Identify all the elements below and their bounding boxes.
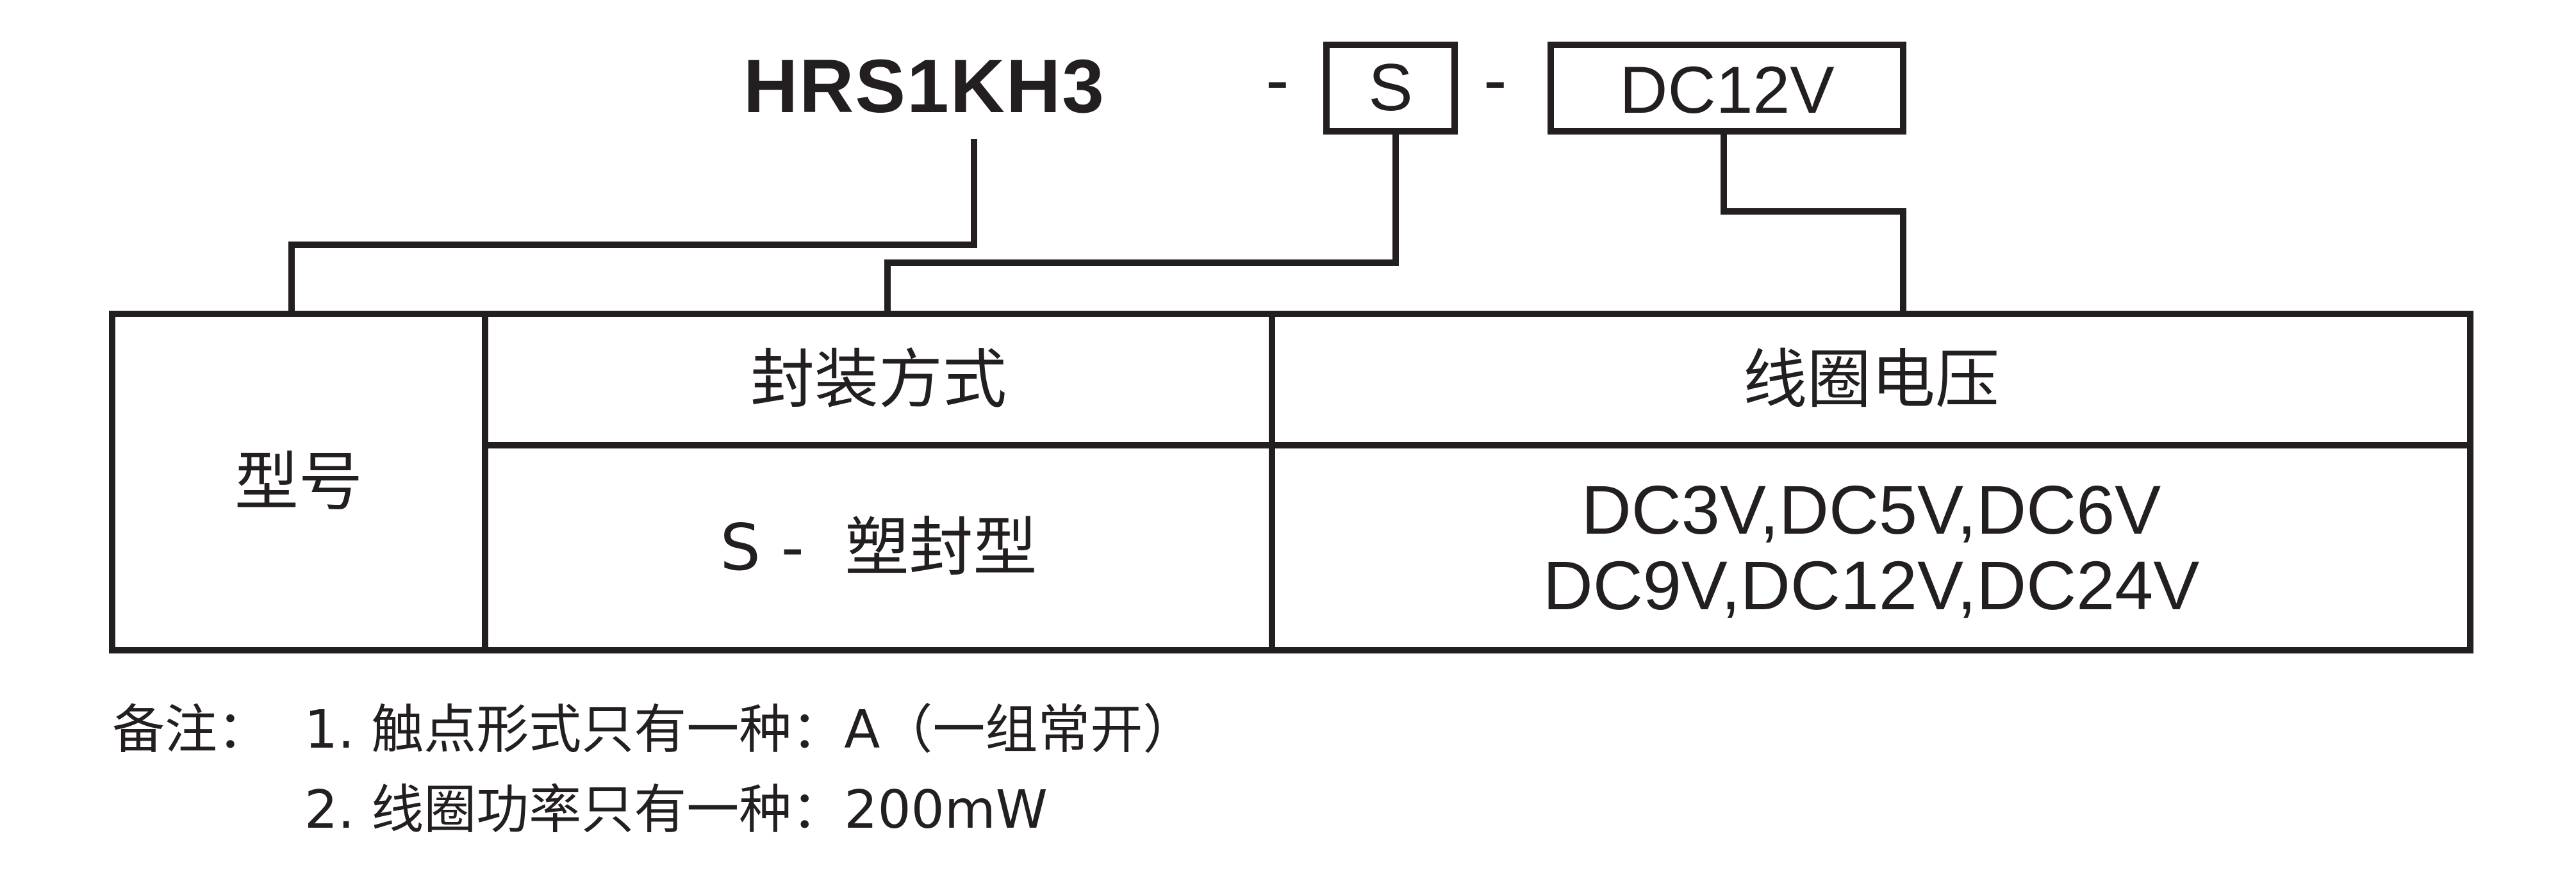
- package-code-box: [1323, 42, 1458, 135]
- model-connector: [288, 139, 977, 317]
- table-frame: [109, 311, 2473, 653]
- voltage-code: DC12V: [1619, 53, 1835, 127]
- model-code: HRS1KH3: [743, 44, 1105, 129]
- voltage-line-2: DC9V,DC12V,DC24V: [1542, 546, 2200, 624]
- note-item-1: 1. 触点形式只有一种：A（一组常开）: [304, 700, 1196, 760]
- row-label-cell: 型号: [115, 317, 482, 647]
- voltage-heading: 线圈电压: [1743, 341, 1999, 417]
- package-connector: [884, 128, 1399, 317]
- separator-dash-1: -: [1266, 40, 1289, 119]
- package-value-cell: S - 塑封型: [488, 448, 1269, 647]
- notes-label: 备注：: [112, 700, 270, 760]
- package-heading-cell: 封装方式: [488, 317, 1269, 442]
- package-code: S: [1368, 51, 1413, 125]
- voltage-heading-cell: 线圈电压: [1275, 317, 2467, 442]
- separator-dash-2: -: [1483, 40, 1507, 119]
- voltage-line-1: DC3V,DC5V,DC6V: [1581, 471, 2161, 548]
- package-value: S - 塑封型: [720, 510, 1037, 585]
- row-label: 型号: [235, 444, 363, 520]
- voltage-connector: [1721, 128, 1906, 317]
- voltage-value-cell: DC3V,DC5V,DC6V DC9V,DC12V,DC24V: [1275, 448, 2467, 647]
- package-heading: 封装方式: [750, 341, 1007, 417]
- note-item-2: 2. 线圈功率只有一种：200mW: [304, 780, 1048, 841]
